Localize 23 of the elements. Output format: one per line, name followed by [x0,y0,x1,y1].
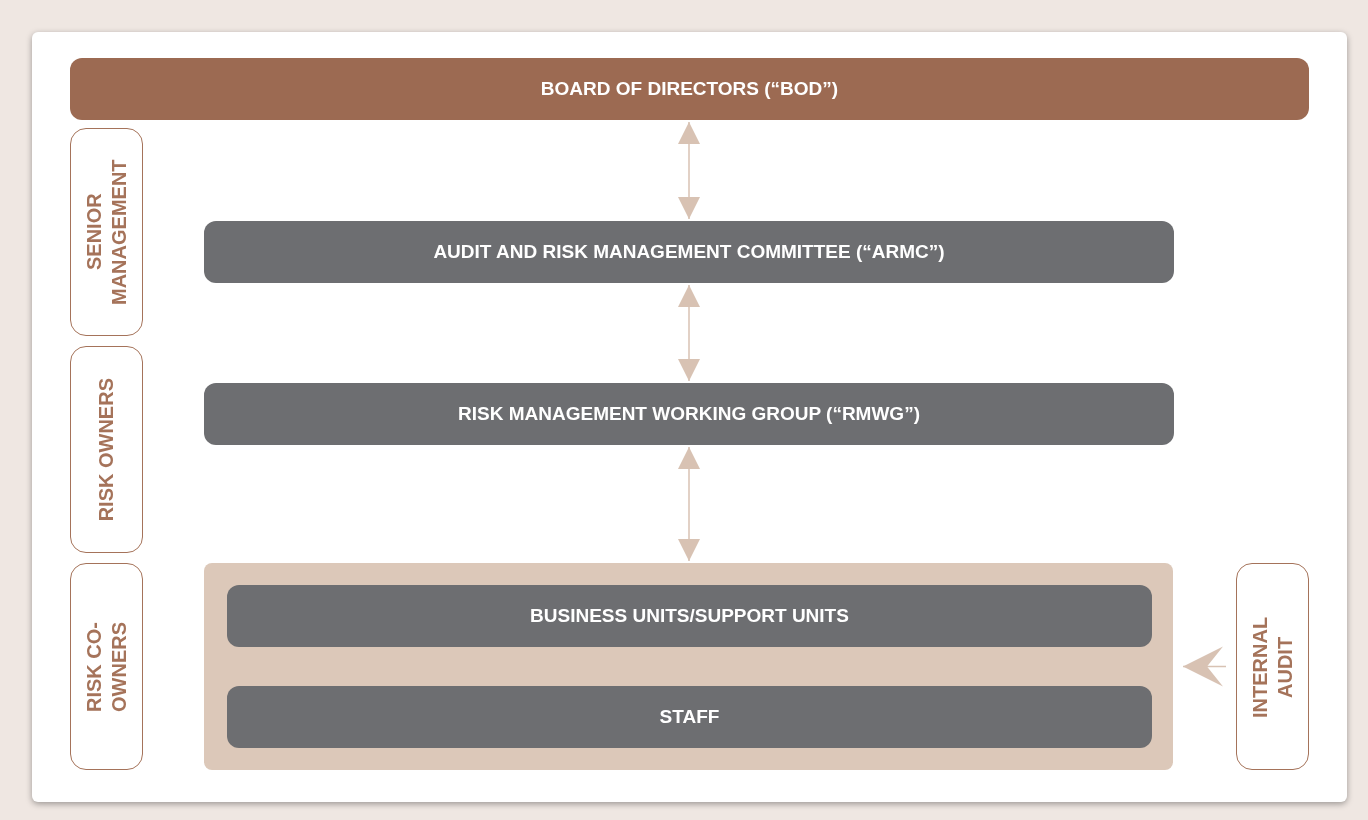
group-panel [204,563,1173,770]
role-label: INTERNAL AUDIT [1247,614,1297,720]
role-label: RISK OWNERS [94,377,118,522]
role-label-box [70,346,143,553]
node-label: RISK MANAGEMENT WORKING GROUP (“RMWG”) [458,401,920,426]
node-label: BOARD OF DIRECTORS (“BOD”) [540,76,839,101]
arrow [678,284,700,382]
committee-bar [227,585,1152,647]
node-label: AUDIT AND RISK MANAGEMENT COMMITTEE (“ARMC”) [433,239,945,264]
node-label: STAFF [659,704,720,729]
arrow [678,446,700,562]
role-label: SENIOR MANAGEMENT [81,158,131,307]
committee-bar [227,686,1152,748]
role-label-box [1236,563,1309,770]
arrow [678,121,700,220]
role-label-box [70,128,143,336]
committee-bar [204,383,1174,445]
arrow [1182,646,1227,687]
role-label: RISK CO-OWNERS [81,620,131,714]
role-label-box [70,563,143,770]
node-label: BUSINESS UNITS/SUPPORT UNITS [530,603,849,628]
board-bar [70,58,1309,120]
committee-bar [204,221,1174,283]
